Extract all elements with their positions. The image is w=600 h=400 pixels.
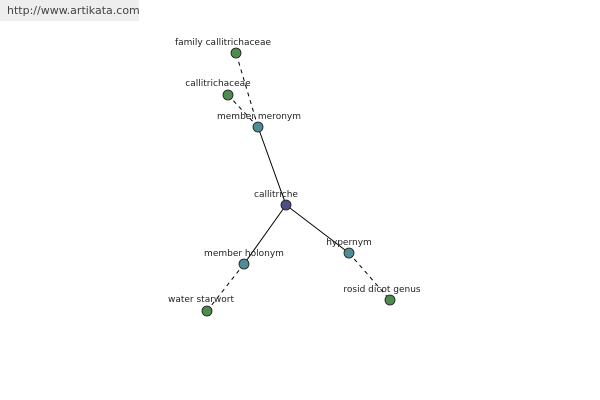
node-callitriche[interactable] <box>280 199 292 211</box>
node-label-callitriche[interactable]: callitriche <box>254 190 298 200</box>
node-label-member-meronym[interactable]: member meronym <box>217 112 301 122</box>
node-label-callitrichaceae[interactable]: callitrichaceae <box>185 79 251 89</box>
nodes-layer <box>201 47 396 317</box>
edge-member-meronym-to-family-callitrichaceae <box>235 52 259 128</box>
node-callitrichaceae[interactable] <box>222 89 234 101</box>
edge-member-holonym-to-water-starwort <box>206 263 245 312</box>
node-label-family-callitrichaceae[interactable]: family callitrichaceae <box>175 38 272 48</box>
node-label-rosid-dicot-genus[interactable]: rosid dicot genus <box>343 285 420 295</box>
edges-layer <box>206 52 391 312</box>
edge-callitriche-to-member-holonym <box>243 204 287 265</box>
node-member-meronym[interactable] <box>252 121 264 133</box>
edge-callitriche-to-hypernym <box>285 204 350 254</box>
node-water-starwort[interactable] <box>201 305 213 317</box>
node-label-hypernym[interactable]: hypernym <box>326 238 372 248</box>
node-label-water-starwort[interactable]: water starwort <box>168 295 235 305</box>
node-rosid-dicot-genus[interactable] <box>384 294 396 306</box>
edge-callitriche-to-member-meronym <box>257 126 287 206</box>
site-url-link[interactable]: http://www.artikata.com <box>7 4 140 17</box>
node-label-member-holonym[interactable]: member holonym <box>204 249 284 259</box>
url-banner: http://www.artikata.com <box>0 0 140 21</box>
node-member-holonym[interactable] <box>238 258 250 270</box>
node-family-callitrichaceae[interactable] <box>230 47 242 59</box>
edge-hypernym-to-rosid-dicot-genus <box>348 252 391 301</box>
node-hypernym[interactable] <box>343 247 355 259</box>
labels-layer: callitriche member meronym member holonym h… <box>168 38 421 305</box>
